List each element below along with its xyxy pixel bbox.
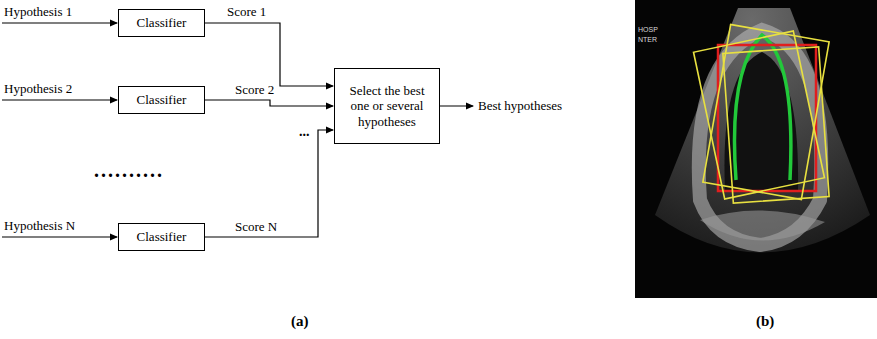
score-connector — [205, 130, 333, 237]
text-label: .......... — [94, 158, 164, 182]
selector-box: Select the best one or several hypothese… — [334, 68, 440, 144]
edge-label: Score 2 — [235, 82, 274, 98]
input-arrow — [2, 22, 117, 23]
text-label: HOSP — [638, 26, 658, 34]
edge-label: Score 1 — [227, 4, 266, 20]
box-text: Classifier — [137, 92, 187, 108]
classifier-box: Classifier — [118, 9, 205, 37]
text-label: (b) — [756, 312, 774, 330]
edge-label: Score N — [235, 219, 277, 235]
classifier-box: Classifier — [118, 223, 205, 251]
image-background — [635, 0, 877, 298]
text-label: NTER — [638, 36, 657, 44]
box-text: Classifier — [137, 229, 187, 245]
input-arrow — [2, 236, 117, 237]
input-arrows — [2, 23, 473, 237]
yellow-box — [723, 47, 829, 203]
score-connector — [205, 23, 333, 86]
box-text: Select the best one or several hypothese… — [339, 83, 435, 130]
text-label: Hypothesis N — [4, 218, 75, 234]
valve-region — [700, 210, 825, 240]
text-label: ... — [299, 124, 310, 141]
text-label: (a) — [291, 312, 309, 330]
contour-curve — [734, 35, 790, 180]
ultrasound-fan — [655, 8, 870, 253]
text-label: Best hypotheses — [478, 98, 562, 114]
echo-image — [635, 0, 877, 298]
classifier-box: Classifier — [118, 86, 205, 114]
output-arrow — [440, 105, 473, 106]
score-connector — [205, 100, 333, 106]
input-arrow — [2, 99, 117, 100]
box-text: Classifier — [137, 15, 187, 31]
text-label: Hypothesis 1 — [4, 4, 72, 20]
yellow-box — [694, 31, 825, 199]
text-label: Hypothesis 2 — [4, 81, 72, 97]
